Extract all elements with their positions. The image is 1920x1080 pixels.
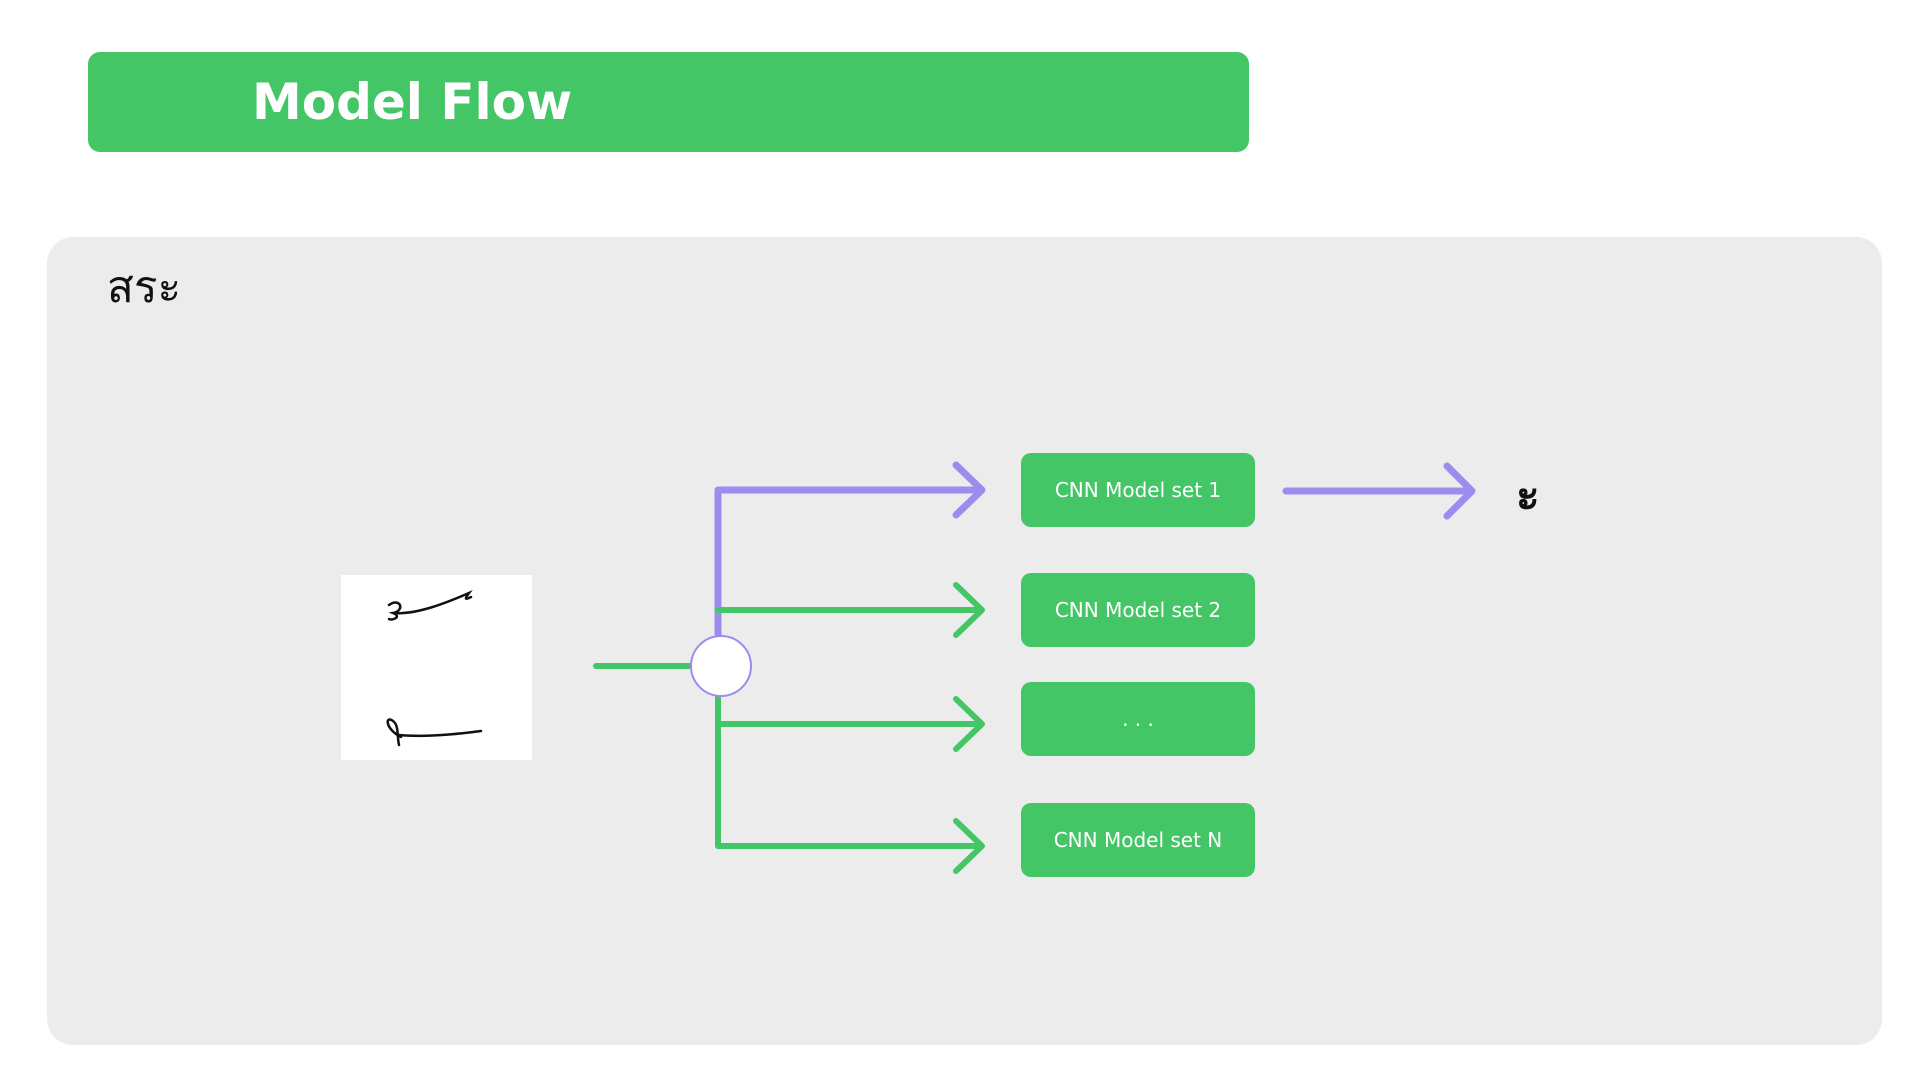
output-arrowhead [1443,462,1476,520]
page-title: Model Flow [252,73,573,131]
model-box-ellipsis: . . . [1021,682,1255,756]
model-box-1: CNN Model set 1 [1021,453,1255,527]
handwriting-sample-image [386,589,483,747]
arrowhead-1 [952,461,986,519]
output-label: ะ [1516,470,1540,521]
model-box-n: CNN Model set N [1021,803,1255,877]
model-box-2: CNN Model set 2 [1021,573,1255,647]
junction-node [690,635,752,697]
arrowhead-2 [953,582,985,638]
panel-label: สระ [107,262,182,313]
arrowhead-3 [953,696,985,752]
input-image-card [341,575,532,760]
arrowhead-4 [953,818,985,874]
title-bar: Model Flow [88,52,1249,152]
